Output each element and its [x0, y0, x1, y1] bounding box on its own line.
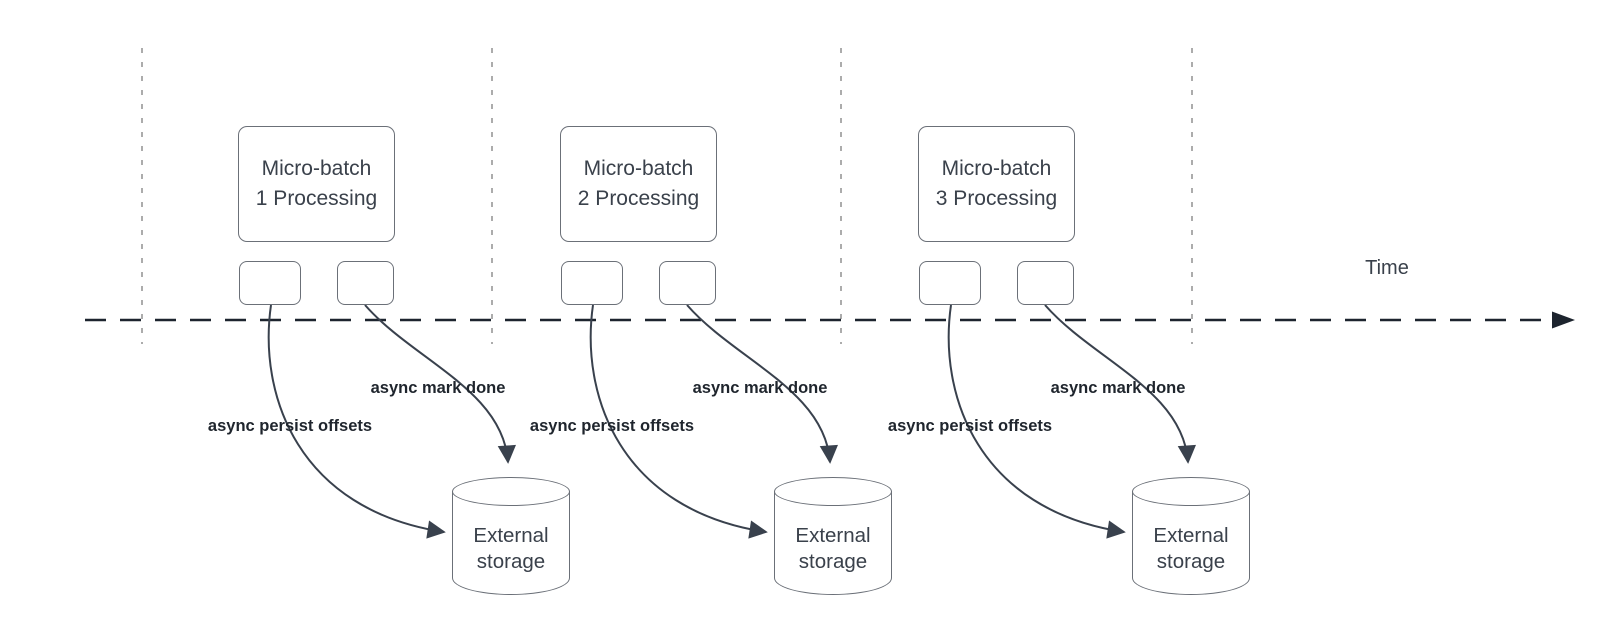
mark-done-label: async mark done [692, 379, 828, 397]
mark-done-arrow [1044, 304, 1196, 464]
external-storage-cylinder: External storage [452, 477, 570, 595]
mark-done-arrow [364, 304, 516, 464]
persist-offsets-label: async persist offsets [207, 417, 373, 435]
cylinder-top [1132, 477, 1250, 506]
processing-box-label: Micro-batch 3 Processing [935, 157, 1058, 210]
time-axis-label: Time [1365, 257, 1409, 279]
mark-done-box [1017, 261, 1074, 305]
external-storage-label: External storage [473, 524, 549, 573]
persist-offsets-arrow [589, 304, 768, 539]
cylinder-body [1132, 491, 1250, 595]
processing-box-label: Micro-batch 1 Processing [255, 157, 378, 210]
external-storage-cylinder: External storage [1132, 477, 1250, 595]
processing-box: Micro-batch 3 Processing [918, 126, 1075, 242]
external-storage-label: External storage [795, 524, 871, 573]
persist-offsets-label: async persist offsets [887, 417, 1053, 435]
persist-offsets-label: async persist offsets [529, 417, 695, 435]
processing-box: Micro-batch 2 Processing [560, 126, 717, 242]
external-storage-label: External storage [1153, 524, 1229, 573]
persist-offsets-arrow [267, 304, 446, 539]
time-axis-arrowhead-icon [1552, 311, 1575, 329]
cylinder-top [774, 477, 892, 506]
mark-done-arrow [686, 304, 838, 464]
cylinder-top [452, 477, 570, 506]
mark-done-box [337, 261, 394, 305]
offset-commit-box [561, 261, 623, 305]
mark-done-label: async mark done [1050, 379, 1186, 397]
mark-done-label: async mark done [370, 379, 506, 397]
offset-commit-box [239, 261, 301, 305]
cylinder-body [452, 491, 570, 595]
external-storage-cylinder: External storage [774, 477, 892, 595]
processing-box-label: Micro-batch 2 Processing [577, 157, 700, 210]
mark-done-box [659, 261, 716, 305]
processing-box: Micro-batch 1 Processing [238, 126, 395, 242]
offset-commit-box [919, 261, 981, 305]
cylinder-body [774, 491, 892, 595]
persist-offsets-arrow [947, 304, 1126, 539]
